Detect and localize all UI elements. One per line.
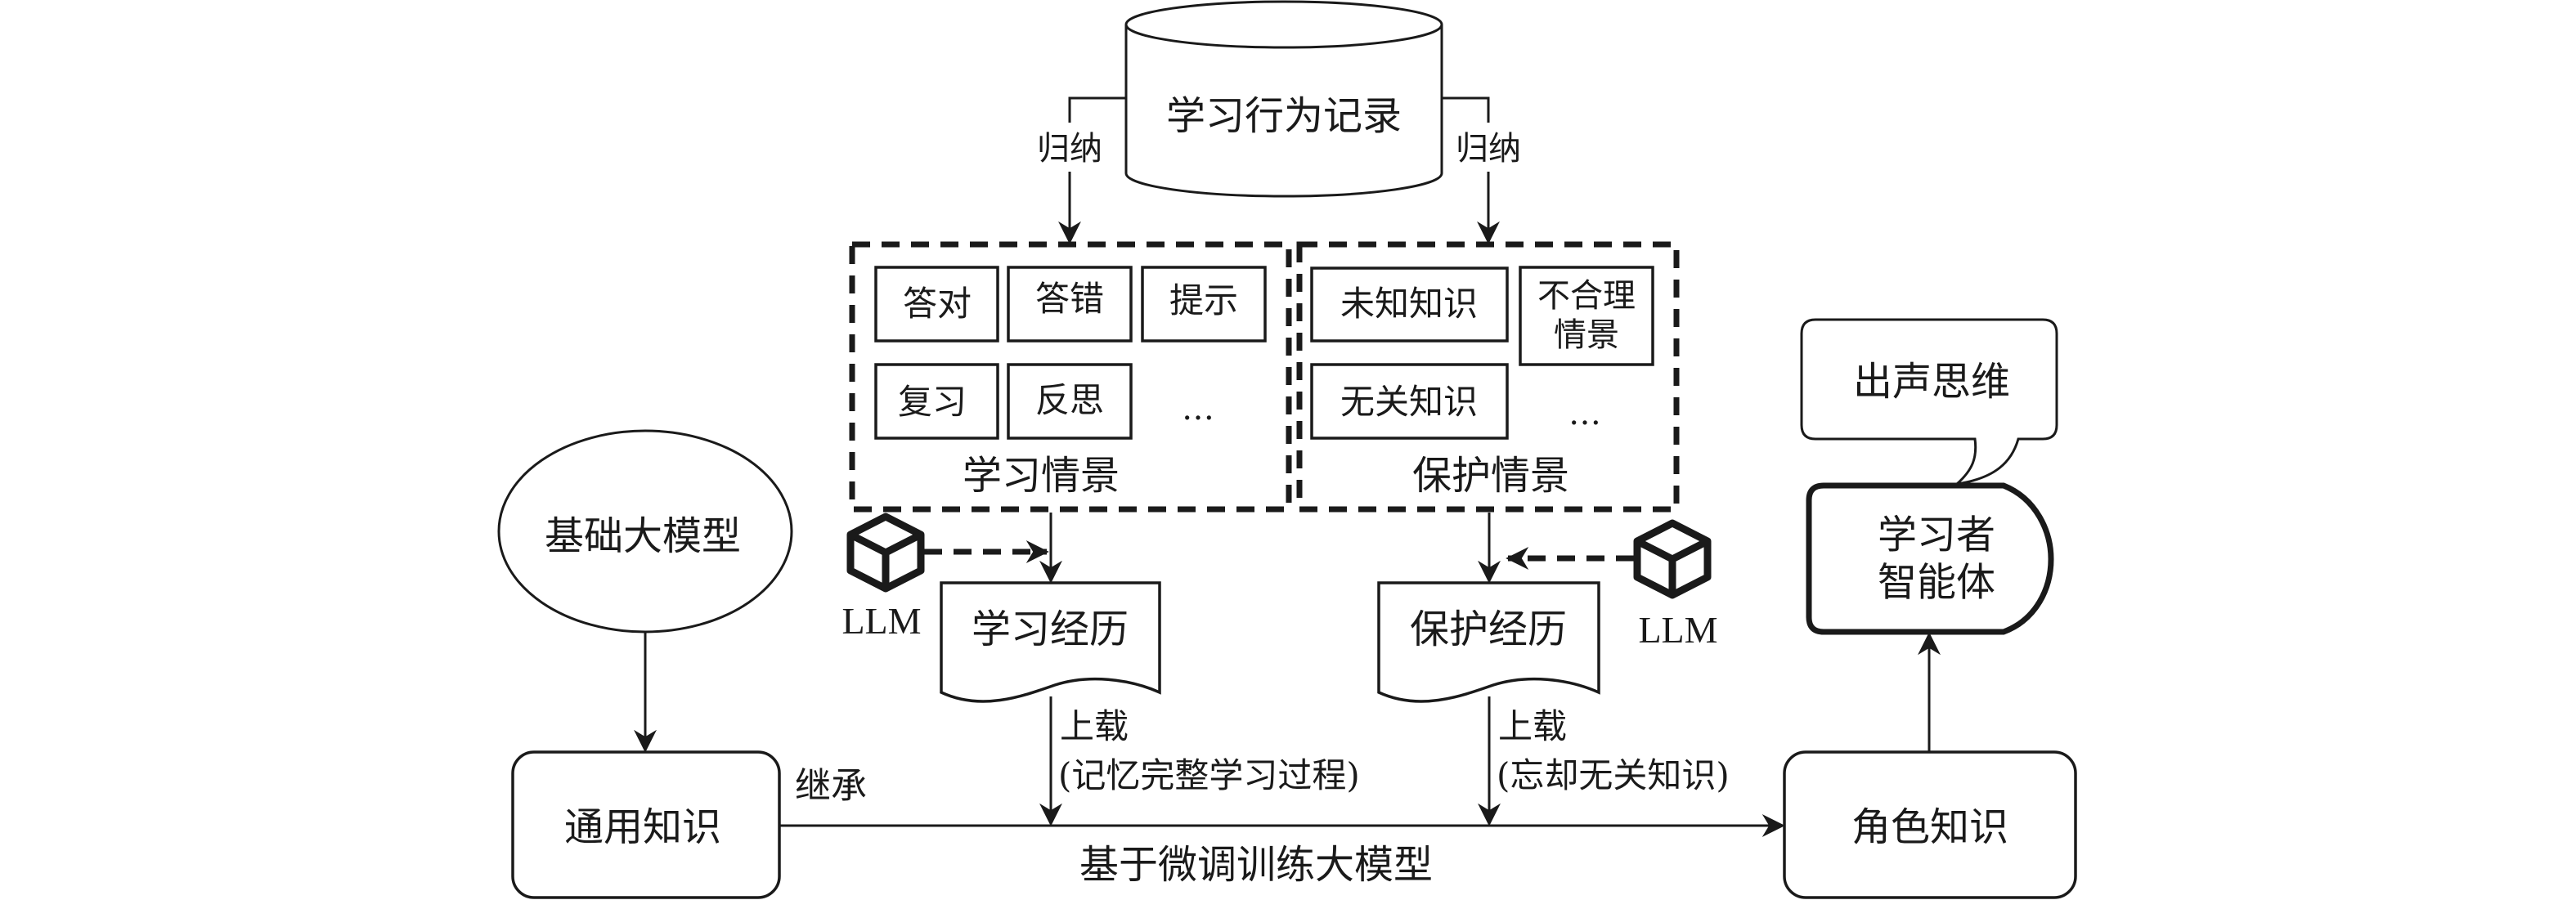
llm-label-right: LLM: [1638, 609, 1718, 651]
scenario-label-hint: 提示: [1169, 280, 1239, 320]
scenario-label-unreasonable: 不合理 情景: [1537, 276, 1636, 355]
scenario-label-reflect: 反思: [1034, 380, 1105, 420]
finetune-label: 基于微调训练大模型: [1079, 842, 1434, 888]
llm-cube-icon-left: [846, 513, 925, 593]
scenario-label-unreasonable-line2: 情景: [1554, 316, 1619, 354]
scenario-box-unknown-knowledge: [1310, 266, 1509, 343]
protection-experience-label: 保护经历: [1409, 607, 1568, 652]
think-aloud-label: 出声思维: [1852, 359, 2011, 405]
learner-agent-label-line2: 智能体: [1877, 559, 1996, 605]
scenario-box-hint: [1141, 266, 1267, 343]
scenario-box-reflect: [1007, 363, 1133, 440]
protection-scenarios-title: 保护情景: [1411, 453, 1570, 499]
llm-label-left: LLM: [841, 600, 922, 642]
induction-label-left: 归纳: [1037, 129, 1102, 168]
scenario-label-irrelevant-knowledge: 无关知识: [1340, 382, 1479, 422]
induction-arrow-right: [1442, 96, 1488, 242]
role-knowledge-label: 角色知识: [1851, 804, 2009, 850]
inherit-label: 继承: [795, 765, 867, 807]
protection-scenarios-more: …: [1568, 395, 1601, 432]
learner-agent-shape: [1806, 482, 2054, 635]
learning-experience-label: 学习经历: [971, 607, 1129, 652]
scenario-box-correct: [874, 266, 999, 343]
scenario-box-unreasonable: [1519, 266, 1654, 366]
base-model-label: 基础大模型: [544, 513, 742, 559]
upload-label-right: 上载: [1498, 706, 1568, 746]
protection-experience-doc: [1377, 581, 1600, 703]
learner-agent-label-line1: 学习者: [1877, 512, 1996, 558]
scenario-label-wrong: 答错: [1034, 279, 1105, 319]
learning-scenarios-container: [849, 241, 1292, 513]
scenario-label-correct: 答对: [902, 284, 972, 324]
scenario-box-review: [874, 363, 999, 440]
learning-scenarios-title: 学习情景: [962, 453, 1120, 499]
think-aloud-bubble: [1800, 318, 2058, 486]
upload-note-left: (记忆完整学习过程): [1058, 755, 1360, 795]
learner-agent-label: 学习者 智能体: [1878, 512, 1995, 606]
database-label: 学习行为记录: [1165, 93, 1402, 139]
induction-label-right: 归纳: [1456, 129, 1521, 168]
upload-note-right: (忘却无关知识): [1497, 755, 1730, 795]
learning-scenarios-more: …: [1182, 390, 1214, 428]
upload-label-left: 上载: [1060, 706, 1129, 746]
scenario-label-review: 复习: [897, 382, 967, 422]
database-cylinder: [1124, 0, 1443, 198]
scenario-label-unknown-knowledge: 未知知识: [1340, 284, 1479, 324]
scenario-label-unreasonable-line1: 不合理: [1537, 277, 1636, 315]
general-knowledge-label: 通用知识: [563, 804, 722, 850]
llm-cube-icon-right: [1633, 519, 1712, 599]
scenario-box-wrong: [1007, 266, 1133, 343]
protection-scenarios-container: [1296, 241, 1680, 513]
scenario-box-irrelevant-knowledge: [1310, 363, 1509, 440]
induction-arrow-left: [1070, 96, 1126, 242]
learning-experience-doc: [940, 581, 1161, 703]
